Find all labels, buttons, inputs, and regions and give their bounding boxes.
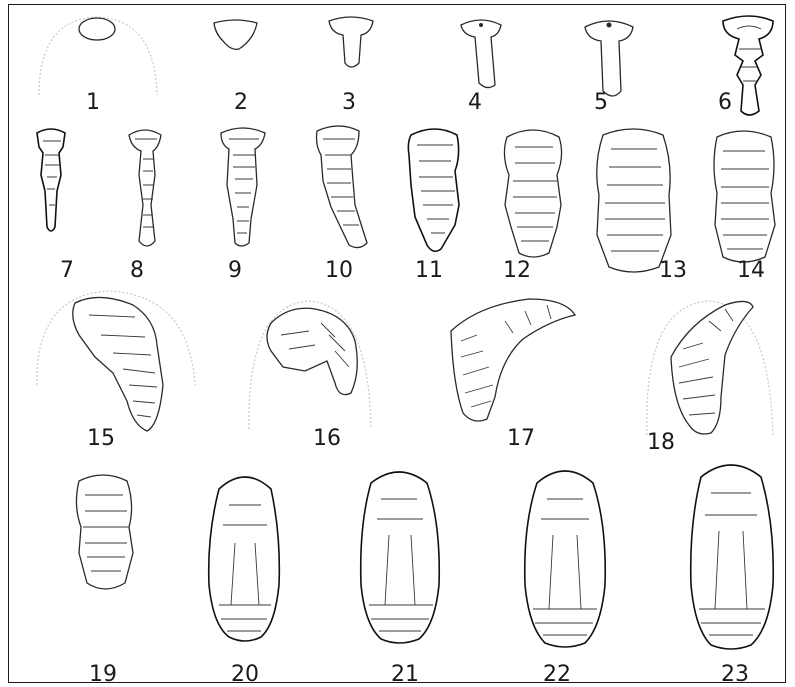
stage-label-17: 17: [507, 426, 535, 451]
stage-label-14: 14: [737, 258, 765, 283]
stage-label-20: 20: [231, 662, 259, 684]
stage-label-18: 18: [647, 430, 675, 455]
stage-9: [221, 128, 265, 246]
stage-5: [585, 21, 633, 96]
stage-4: [461, 20, 501, 88]
stage-label-16: 16: [313, 426, 341, 451]
stage-label-23: 23: [721, 662, 749, 684]
stage-label-19: 19: [89, 662, 117, 684]
stage-10: [317, 126, 368, 248]
stage-label-4: 4: [468, 90, 482, 115]
stage-16: [249, 301, 371, 429]
stage-17: [451, 299, 575, 421]
stage-label-2: 2: [234, 90, 248, 115]
stage-label-6: 6: [718, 90, 732, 115]
stage-22: [525, 471, 606, 647]
stage-8: [129, 130, 161, 246]
stage-label-22: 22: [543, 662, 571, 684]
stage-13: [597, 129, 671, 272]
stage-14: [714, 131, 775, 262]
stage-3: [329, 17, 373, 67]
figure-frame: 1 2 3 4 5 6 7 8 9 10 11 12 13 14 15 16 1…: [8, 4, 786, 683]
stage-7: [37, 129, 65, 231]
stage-label-8: 8: [130, 258, 144, 283]
stage-1: [39, 17, 157, 95]
stage-label-5: 5: [594, 90, 608, 115]
stage-label-21: 21: [391, 662, 419, 684]
stage-label-13: 13: [659, 258, 687, 283]
stage-12: [504, 130, 561, 257]
stage-2: [214, 20, 257, 49]
embryo-stages-diagram: 1 2 3 4 5 6 7 8 9 10 11 12 13 14 15 16 1…: [9, 5, 787, 684]
stage-23: [691, 465, 774, 649]
stage-label-15: 15: [87, 426, 115, 451]
stage-20: [209, 477, 280, 641]
stage-11: [408, 129, 459, 251]
stage-19: [76, 475, 133, 589]
stage-label-12: 12: [503, 258, 531, 283]
stage-label-1: 1: [86, 90, 100, 115]
stage-label-9: 9: [228, 258, 242, 283]
stage-label-11: 11: [415, 258, 443, 283]
stage-label-10: 10: [325, 258, 353, 283]
stage-18: [647, 301, 773, 435]
stage-21: [361, 472, 440, 643]
stage-label-7: 7: [60, 258, 74, 283]
stage-label-3: 3: [342, 90, 356, 115]
stage-15: [37, 291, 195, 431]
